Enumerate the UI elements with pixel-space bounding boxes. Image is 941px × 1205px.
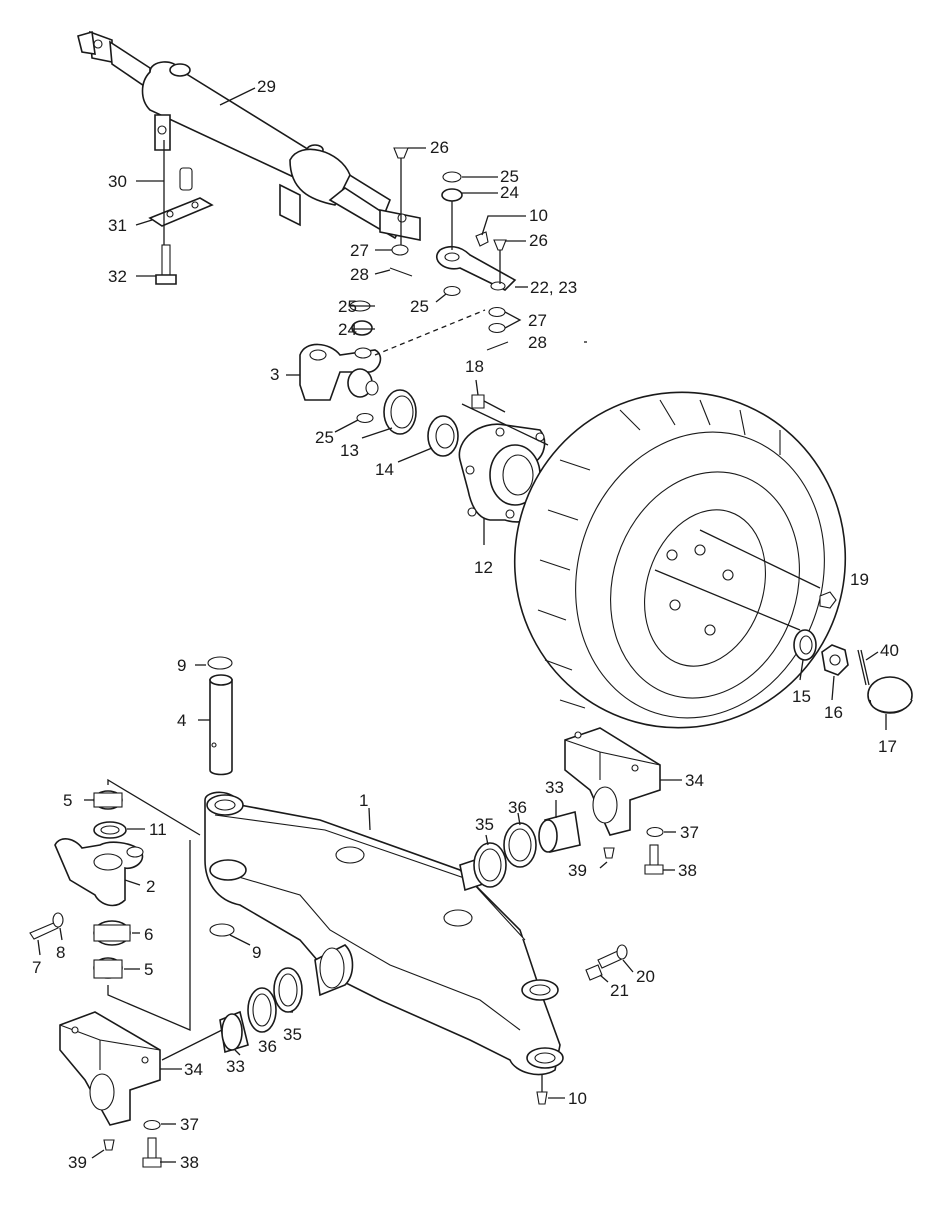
callout-32: 32 — [108, 267, 127, 286]
callout-38: 38 — [678, 861, 697, 880]
callout-34: 34 — [685, 771, 704, 790]
callout-36: 36 — [258, 1037, 277, 1056]
callout-28: 28 — [528, 333, 547, 352]
callout-25: 25 — [338, 297, 357, 316]
callout-3: 3 — [270, 365, 279, 384]
callout-30: 30 — [108, 172, 127, 191]
callout-37: 37 — [680, 823, 699, 842]
callout-6: 6 — [144, 925, 153, 944]
callout-37: 37 — [180, 1115, 199, 1134]
callout-28: 28 — [350, 265, 369, 284]
rear-pivot-parts — [473, 727, 664, 888]
callout-15: 15 — [792, 687, 811, 706]
callout-11: 11 — [149, 820, 167, 839]
callout-26: 26 — [430, 138, 449, 157]
callout-35: 35 — [283, 1025, 302, 1044]
steering-knuckle — [299, 300, 382, 424]
callout-7: 7 — [32, 958, 41, 977]
callout-24: 24 — [338, 320, 357, 339]
callout-10: 10 — [568, 1089, 587, 1108]
callout-2: 2 — [146, 877, 155, 896]
callout-38: 38 — [180, 1153, 199, 1172]
king-pin — [207, 656, 233, 776]
seal-and-bearing — [383, 389, 459, 457]
callout-25: 25 — [410, 297, 429, 316]
callout-21: 21 — [610, 981, 629, 1000]
cylinder-mount-parts — [148, 167, 214, 285]
callout-5: 5 — [144, 960, 153, 979]
callout-22-23: 22, 23 — [530, 278, 577, 297]
callout-29: 29 — [257, 77, 276, 96]
callout-35: 35 — [475, 815, 494, 834]
callout-25: 25 — [500, 167, 519, 186]
callout-34: 34 — [184, 1060, 203, 1079]
callout-17: 17 — [878, 737, 897, 756]
callout-36: 36 — [508, 798, 527, 817]
callout-12: 12 — [474, 558, 493, 577]
callout-31: 31 — [108, 216, 127, 235]
wheel-tire — [513, 391, 847, 729]
callout-9: 9 — [252, 943, 261, 962]
callout-24: 24 — [500, 183, 519, 202]
wheel-fastener-parts — [793, 591, 913, 714]
leader-lines — [37, 87, 887, 1163]
axle-bolts — [536, 944, 628, 1105]
axle-beam — [204, 791, 564, 1076]
callout-33: 33 — [226, 1057, 245, 1076]
callout-13: 13 — [340, 441, 359, 460]
callout-10: 10 — [529, 206, 548, 225]
callout-19: 19 — [850, 570, 869, 589]
callout-5: 5 — [63, 791, 72, 810]
left-knuckle-parts — [29, 790, 235, 979]
callout-1: 1 — [359, 791, 368, 810]
tie-rod-assembly — [389, 147, 517, 351]
callout-26: 26 — [529, 231, 548, 250]
callout-25: 25 — [315, 428, 334, 447]
alignment-dashed-line — [374, 309, 486, 356]
callout-39: 39 — [568, 861, 587, 880]
callout-16: 16 — [824, 703, 843, 722]
steering-cylinder — [77, 30, 421, 241]
front-pivot-parts — [59, 967, 303, 1168]
callout-40: 40 — [880, 641, 899, 660]
callout-8: 8 — [56, 943, 65, 962]
callout-14: 14 — [375, 460, 394, 479]
callout-labels: 29 26 25 24 10 26 30 31 32 27 28 25 22, … — [32, 77, 899, 1172]
callout-4: 4 — [177, 711, 186, 730]
callout-18: 18 — [465, 357, 484, 376]
callout-39: 39 — [68, 1153, 87, 1172]
callout-20: 20 — [636, 967, 655, 986]
callout-27: 27 — [350, 241, 369, 260]
callout-27: 27 — [528, 311, 547, 330]
callout-33: 33 — [545, 778, 564, 797]
callout-9: 9 — [177, 656, 186, 675]
